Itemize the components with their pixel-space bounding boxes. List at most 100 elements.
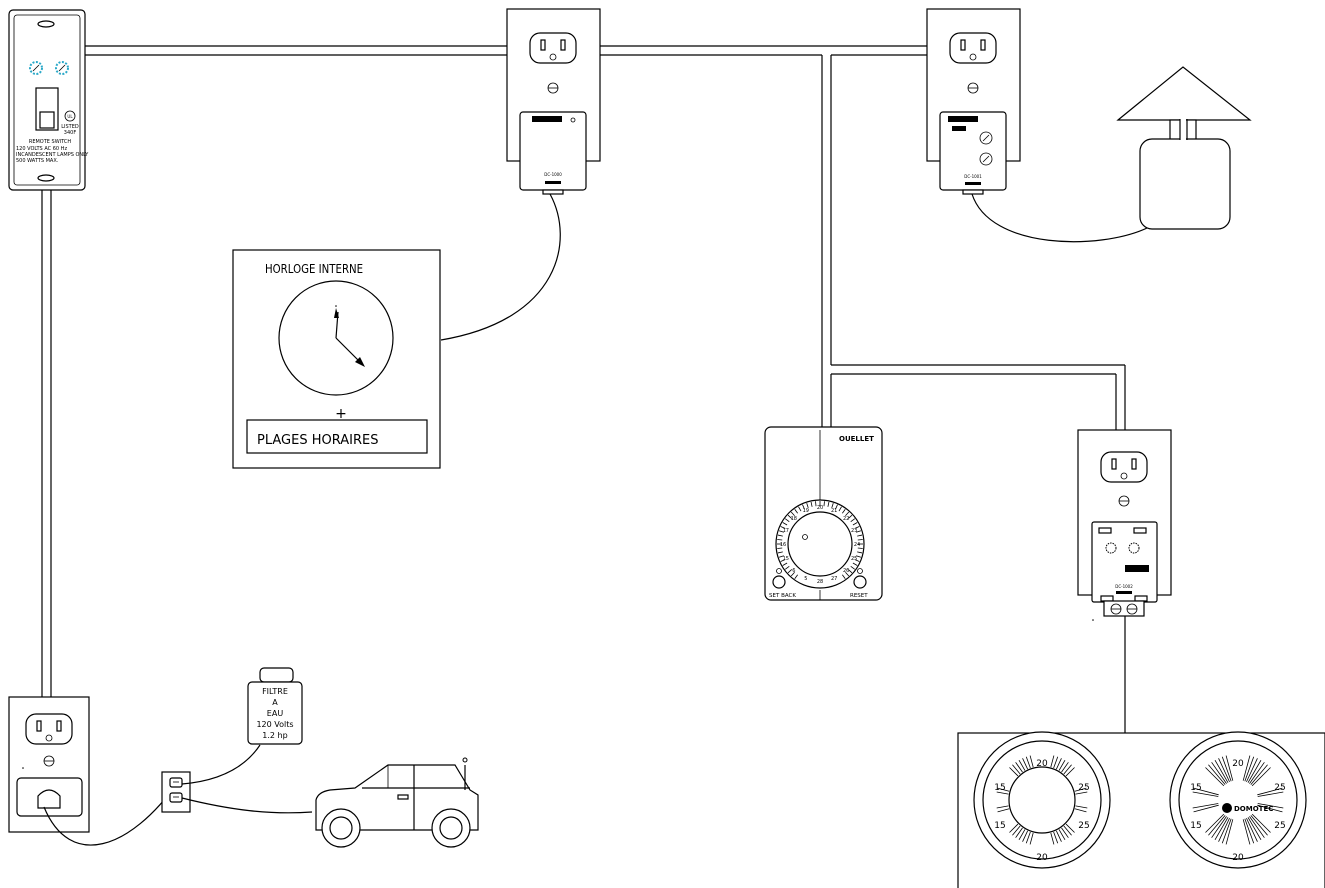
dial-tick <box>777 534 783 537</box>
thermostat-dial-number: 17 <box>783 528 789 534</box>
dial-tick <box>794 508 798 514</box>
dial-tick <box>1075 791 1088 795</box>
dial-tick <box>1257 803 1284 809</box>
outlet-bottom-left <box>8 696 179 846</box>
listed-code: 340F <box>64 130 77 136</box>
dial-tick <box>782 522 788 526</box>
lamp-module-code: DC-1001 <box>964 174 982 179</box>
right-dial-bottom: 20 <box>1232 853 1244 863</box>
dial-tick <box>1061 762 1069 773</box>
dial-tick <box>784 518 790 522</box>
dial-tick <box>1074 808 1087 813</box>
dial-tick <box>1214 817 1229 841</box>
dial-tick <box>1246 817 1258 842</box>
dial-tick <box>1063 764 1072 775</box>
dial-tick <box>777 551 783 554</box>
dial-tick <box>802 504 805 510</box>
dial-tick <box>845 511 850 517</box>
dial-tick <box>852 562 858 566</box>
dial-tick <box>1050 832 1055 845</box>
dial-tick <box>1074 787 1087 792</box>
dial-tick <box>1053 756 1059 769</box>
dial-tick <box>1022 830 1028 842</box>
filter-line-5: 1.2 hp <box>262 731 287 740</box>
dial-tick <box>1029 832 1034 845</box>
outlet-interface-module: DC-1002 <box>1077 429 1172 621</box>
thermostat-dial-number: 26 <box>843 568 849 574</box>
switch-rating-2: INCANDESCENT LAMPS ONLY <box>16 152 89 158</box>
dial-tick <box>1211 762 1227 784</box>
dial-tick <box>1025 756 1031 769</box>
dial-tick <box>1009 767 1019 777</box>
right-dial-right-bottom: 25 <box>1274 821 1285 831</box>
dial-tick <box>778 555 784 558</box>
dial-tick <box>854 526 860 529</box>
dial-tick <box>847 569 853 574</box>
thermostat-dial-number: 23 <box>851 528 857 534</box>
thermostat-dial-number: 28 <box>817 579 823 585</box>
dial-tick <box>850 518 856 522</box>
dial-tick <box>1075 805 1088 809</box>
right-dial-left-top: 15 <box>1190 783 1201 793</box>
thermostat-dial-number: 15 <box>783 556 789 562</box>
dial-tick <box>1193 787 1219 796</box>
set-back-button[interactable] <box>772 575 786 589</box>
dial-tick <box>1257 787 1283 796</box>
dial-tick <box>1061 827 1069 838</box>
thermostat-dial-ticks <box>777 501 863 580</box>
dial-tick <box>1208 815 1226 836</box>
domotec-logo: DOMOTEC <box>1222 803 1273 813</box>
left-dial-bottom: 20 <box>1036 853 1048 863</box>
dial-tick <box>856 555 862 558</box>
reset-button[interactable] <box>853 575 867 589</box>
dial-tick <box>1247 759 1262 783</box>
thermostat-dial-number: 18 <box>791 516 797 522</box>
internal-clock-box: HORLOGE INTERNE + PLAGES HORAIRES <box>232 249 441 469</box>
dial-tick <box>857 547 863 549</box>
dial-tick <box>847 514 853 519</box>
dial-tick <box>1251 813 1271 833</box>
dial-tick <box>1205 813 1225 833</box>
dial-tick <box>1208 764 1226 785</box>
dial-tick <box>780 559 786 562</box>
domotec-brand: DOMOTEC <box>1234 805 1273 813</box>
thermostat-dial-number: 20 <box>817 505 823 511</box>
dial-tick <box>1015 762 1023 773</box>
dial-tick <box>1012 764 1021 775</box>
dial-tick <box>790 511 795 517</box>
dial-tick <box>787 569 793 574</box>
dial-tick <box>856 530 862 533</box>
appliance-module-code: DC-1000 <box>544 172 562 177</box>
thermostat-dial-number: 21 <box>831 508 837 514</box>
dial-tick <box>1205 767 1225 787</box>
dial-tick <box>1249 762 1265 784</box>
left-dial-ticks <box>996 755 1088 845</box>
dial-tick <box>997 808 1010 813</box>
dial-tick <box>1056 758 1062 770</box>
bus-wiring <box>41 45 1126 733</box>
dial-tick <box>842 574 846 580</box>
dial-tick <box>831 502 834 508</box>
dial-tick <box>782 562 788 566</box>
dial-tick <box>1018 759 1026 771</box>
dial-tick <box>1029 755 1034 768</box>
dial-tick <box>996 791 1009 795</box>
dial-tick <box>806 502 809 508</box>
water-filter: FILTRE A EAU 120 Volts 1.2 hp <box>247 667 303 745</box>
interface-module-code: DC-1002 <box>1115 584 1133 589</box>
dial-tick <box>997 787 1010 792</box>
dial-tick <box>1053 831 1059 844</box>
left-dial-left-bottom: 15 <box>994 821 1005 831</box>
dial-tick <box>794 574 798 580</box>
dial-tick <box>1058 759 1066 771</box>
dial-tick <box>1244 756 1255 782</box>
dial-control-panel: 20 15 25 15 25 20 20 15 25 15 25 20 DOMO… <box>957 731 1325 888</box>
dial-tick <box>1193 804 1219 813</box>
dial-tick <box>1250 764 1268 785</box>
filter-line-4: 120 Volts <box>256 720 293 729</box>
dial-tick <box>1214 759 1229 783</box>
thermostat-dial-number: 5 <box>804 576 807 582</box>
dial-tick <box>777 539 783 541</box>
dial-tick <box>1025 831 1031 844</box>
